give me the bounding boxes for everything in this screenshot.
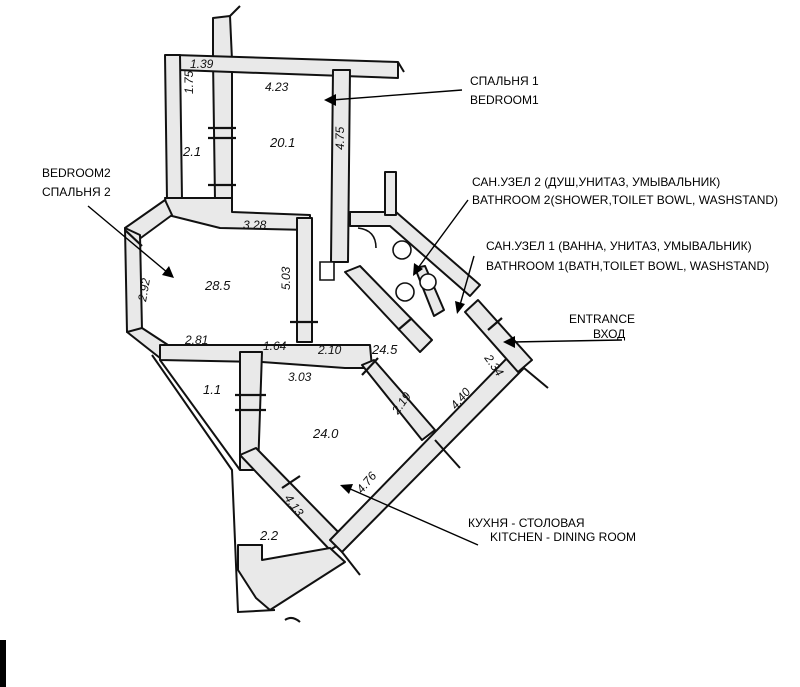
balcony-left-edge: [159, 359, 241, 471]
dimension-labels: 1.39 1.75 4.23 4.75 3.28 5.03 2.92 2.81 …: [135, 57, 507, 519]
kitchen-edge: [341, 551, 361, 576]
area-kitchen: 24.0: [312, 426, 339, 441]
room-labels: СПАЛЬНЯ 1 BEDROOM1 BEDROOM2 СПАЛЬНЯ 2 СА…: [42, 74, 778, 544]
label-bedroom1-ru: СПАЛЬНЯ 1: [470, 74, 539, 88]
tick: [487, 317, 503, 331]
arrowhead: [413, 263, 423, 276]
area-bedroom2: 28.5: [204, 278, 231, 293]
wall-bathrooms-bottom: [344, 265, 433, 353]
label-bedroom1-en: BEDROOM1: [470, 93, 539, 107]
dim-2-10: 2.10: [317, 343, 342, 357]
arrow-kitchen: [347, 487, 479, 546]
label-entrance-ru: ВХОД: [593, 327, 625, 341]
wall-closet-left: [164, 54, 183, 201]
arrow-bedroom2: [87, 205, 169, 274]
dim-5-03: 5.03: [279, 266, 293, 290]
toilet-icon: [395, 282, 415, 302]
tick: [124, 229, 143, 247]
label-bath2-ru: САН.УЗЕЛ 2 (ДУШ,УНИТАЗ, УМЫВАЛЬНИК): [472, 175, 720, 189]
dim-2-92: 2.92: [135, 277, 153, 304]
washstand-icon: [419, 273, 437, 291]
label-kitchen-en: KITCHEN - DINING ROOM: [490, 530, 636, 544]
wall-bedroom1-bedroom2: [164, 197, 311, 231]
area-hall: 24.5: [371, 342, 398, 357]
dim-1-64: 1.64: [263, 339, 287, 353]
wall-bath2-stub: [384, 171, 397, 216]
label-bedroom2-ru: СПАЛЬНЯ 2: [42, 185, 111, 199]
door-stub-icon: [319, 261, 335, 281]
wall-bedroom1-right: [330, 69, 351, 263]
dim-2-81: 2.81: [184, 333, 208, 347]
entrance-edge: [523, 367, 549, 389]
area-balcony-bottom: 2.2: [259, 528, 279, 543]
dim-4-23: 4.23: [265, 80, 289, 94]
callout-arrows: [87, 89, 623, 546]
dim-1-39: 1.39: [190, 57, 214, 71]
area-closet: 2.1: [182, 144, 201, 159]
wall-hall-kitchen: [361, 359, 436, 441]
washstand-icon: [392, 240, 412, 260]
arrowhead: [455, 301, 465, 314]
dim-3-28: 3.28: [243, 218, 267, 232]
label-bath1-ru: САН.УЗЕЛ 1 (ВАННА, УНИТАЗ, УМЫВАЛЬНИК): [486, 239, 752, 253]
arrow-bath2: [417, 199, 469, 269]
wall-balcony-bottom: [237, 544, 346, 611]
tick: [281, 475, 301, 489]
arrow-bedroom1: [331, 89, 463, 101]
dim-1-75: 1.75: [182, 70, 196, 94]
wall-bedroom2-right: [296, 217, 313, 343]
tick: [397, 317, 413, 331]
arrowhead: [340, 484, 353, 494]
edge-mark: [0, 640, 6, 687]
room-areas: 20.1 28.5 24.5 24.0 2.1 1.1 2.2: [182, 135, 398, 543]
arrow-entrance: [511, 339, 623, 343]
bathroom-fixtures: [319, 227, 437, 302]
label-bedroom2-en: BEDROOM2: [42, 166, 111, 180]
break-mark: [284, 616, 301, 623]
dim-3-03: 3.03: [288, 370, 312, 384]
label-kitchen-ru: КУХНЯ - СТОЛОВАЯ: [468, 516, 585, 530]
area-bedroom1: 20.1: [269, 135, 295, 150]
exterior-lines: [151, 5, 549, 623]
arrowhead: [324, 94, 336, 106]
tick: [361, 357, 379, 376]
dim-4-75: 4.75: [333, 126, 347, 150]
label-entrance-en: ENTRANCE: [569, 312, 635, 326]
arrow-bath1: [459, 255, 475, 306]
kitchen-window-stub: [434, 439, 461, 469]
top-wall-cap: [229, 5, 241, 17]
arrowhead: [162, 266, 174, 278]
wall-ticks: [124, 126, 503, 489]
wall-entrance: [464, 299, 533, 373]
label-bath1-en: BATHROOM 1(BATH,TOILET BOWL, WASHSTAND): [486, 259, 769, 273]
top-right-cap: [397, 61, 405, 73]
wall-bedroom1-left: [212, 15, 233, 201]
area-balcony-left: 1.1: [203, 382, 221, 397]
label-bath2-en: BATHROOM 2(SHOWER,TOILET BOWL, WASHSTAND…: [472, 193, 778, 207]
door-swing-icon: [357, 227, 377, 249]
balcony-outline: [151, 354, 276, 614]
arrowhead: [503, 336, 515, 348]
